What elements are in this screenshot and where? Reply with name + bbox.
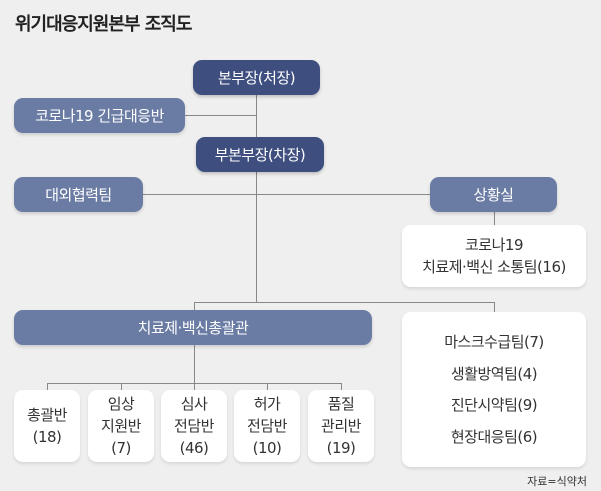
connector-situation-comm [494, 212, 495, 225]
sub-unit-line: (19) [326, 439, 356, 457]
chart-title: 위기대응지원본부 조직도 [15, 14, 192, 35]
team-item: 진단시약팀(9) [450, 396, 538, 415]
sub-unit-line: 품질 [327, 395, 355, 413]
sub-unit-line: 전담반 [174, 417, 214, 435]
sub-unit-line: 관리반 [321, 417, 361, 435]
comm-team-line1: 코로나19 [465, 236, 524, 254]
sub-unit: 허가 전담반 (10) [234, 390, 300, 462]
sub-unit: 심사 전담반 (46) [161, 390, 227, 462]
sub-unit-line: 지원반 [101, 417, 141, 435]
team-item: 생활방역팀(4) [450, 364, 538, 383]
sub-unit: 임상 지원반 (7) [88, 390, 154, 462]
connector-branch-left [194, 302, 195, 310]
sub-unit-line: 심사 [180, 395, 208, 413]
connector-branch-right [494, 302, 495, 312]
sub-unit-line: (46) [179, 439, 209, 457]
comm-team-line2: 치료제·백신 소통팀(16) [422, 258, 566, 276]
connector-external-situation [143, 194, 430, 195]
node-emergency: 코로나19 긴급대응반 [14, 98, 185, 133]
sub-unit-line: 총괄반 [27, 406, 67, 424]
connector-emergency [185, 115, 256, 116]
sub-unit-line: (10) [252, 439, 282, 457]
sub-unit-line: (18) [32, 428, 62, 446]
node-teams: 마스크수급팀(7) 생활방역팀(4) 진단시약팀(9) 현장대응팀(6) [402, 312, 586, 467]
source-note: 자료=식약처 [527, 475, 587, 488]
sub-unit: 총괄반 (18) [14, 390, 80, 462]
connector-subunits [47, 383, 342, 384]
node-situation: 상황실 [430, 177, 557, 212]
node-external: 대외협력팀 [14, 177, 143, 212]
team-item: 마스크수급팀(7) [444, 332, 544, 351]
sub-unit-line: 허가 [253, 395, 281, 413]
node-comm-team: 코로나19 치료제·백신 소통팀(16) [402, 225, 586, 287]
connector-sub-2 [121, 383, 122, 390]
team-item: 현장대응팀(6) [450, 428, 538, 447]
connector-director [194, 345, 195, 390]
node-head: 본부장(처장) [193, 60, 320, 95]
node-director: 치료제·백신총괄관 [14, 310, 372, 345]
node-deputy: 부본부장(차장) [196, 137, 324, 172]
connector-sub-1 [47, 383, 48, 390]
sub-unit-line: 전담반 [247, 417, 287, 435]
sub-unit-line: (7) [111, 439, 131, 457]
sub-unit: 품질 관리반 (19) [308, 390, 374, 462]
connector-branch [194, 302, 494, 303]
sub-unit-line: 임상 [107, 395, 135, 413]
connector-trunk [256, 94, 257, 302]
connector-sub-4 [267, 383, 268, 390]
connector-sub-5 [341, 383, 342, 390]
